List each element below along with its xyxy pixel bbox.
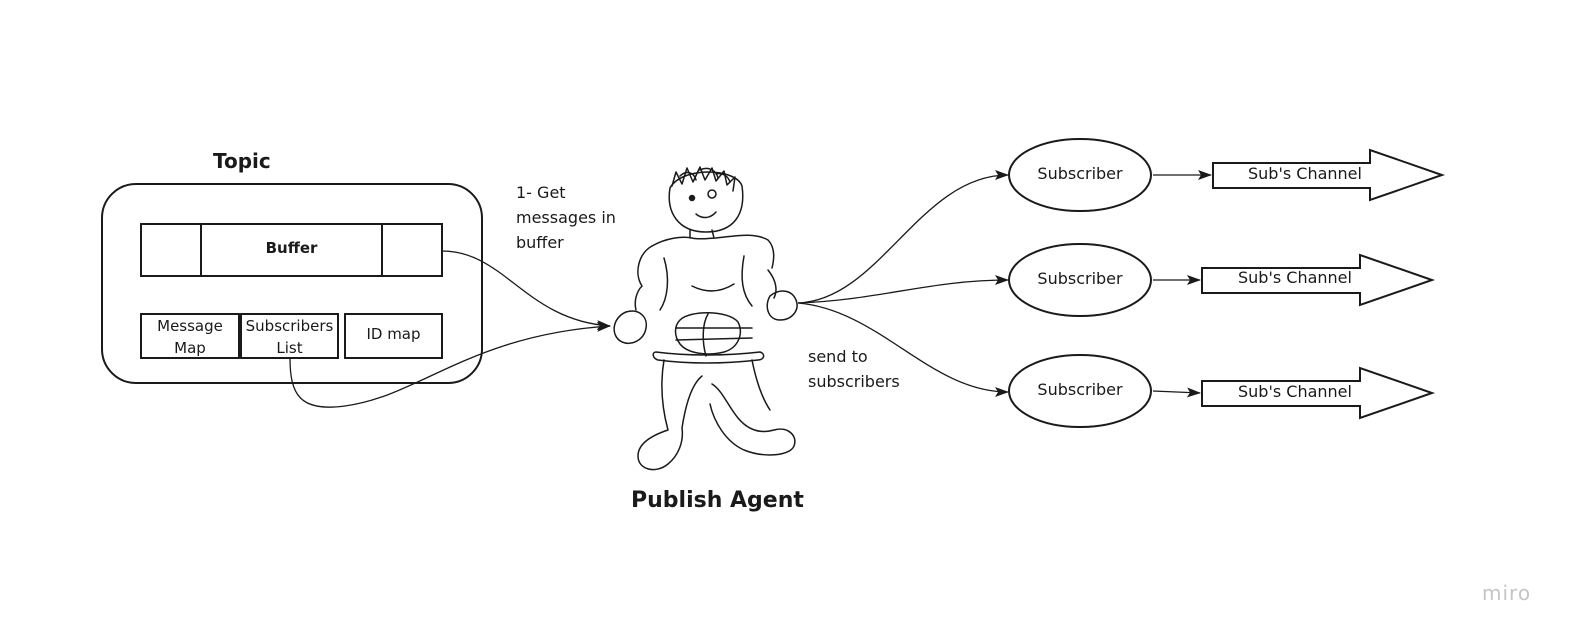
agent-to-subscriber-1-arrow: [797, 170, 1009, 304]
message-map-box: [140, 313, 240, 359]
channel-arrow-3: [1201, 366, 1436, 420]
channel-arrow-2: [1201, 253, 1436, 307]
topic-title: Topic: [213, 149, 271, 173]
channel-label-1: Sub's Channel: [1248, 164, 1362, 183]
buffer-to-agent-arrow: [441, 250, 611, 331]
get-messages-line-3: buffer: [516, 233, 564, 252]
message-map-label: Message Map: [141, 315, 239, 359]
subscriber-label-1: Subscriber: [1037, 164, 1123, 183]
buffer-block: [140, 223, 443, 277]
subscribers-list-to-agent-arrow: [289, 321, 611, 408]
subscriber-node-1: [1008, 138, 1152, 212]
send-to-line-1: send to: [808, 347, 868, 366]
miro-watermark: miro: [1482, 581, 1532, 605]
topic-container: [101, 183, 483, 384]
get-messages-line-1: 1- Get: [516, 183, 566, 202]
subscriber-3-to-channel-arrow: [1152, 387, 1201, 398]
channel-label-3: Sub's Channel: [1238, 382, 1352, 401]
id-map-box: [344, 313, 443, 359]
publish-agent-figure: [613, 166, 798, 471]
channel-label-2: Sub's Channel: [1238, 268, 1352, 287]
publish-agent-title: Publish Agent: [631, 488, 804, 513]
send-to-line-2: subscribers: [808, 372, 900, 391]
send-to-subscribers-annotation: send to subscribers: [808, 344, 900, 394]
subscribers-list-line-1: Subscribers: [245, 317, 334, 335]
message-map-line-1: Message: [157, 317, 223, 335]
get-messages-line-2: messages in: [516, 208, 616, 227]
buffer-label: Buffer: [265, 239, 318, 257]
subscriber-node-3: [1008, 354, 1152, 428]
get-messages-annotation: 1- Get messages in buffer: [516, 180, 616, 255]
message-map-line-2: Map: [174, 339, 206, 357]
subscriber-label-2: Subscriber: [1037, 269, 1123, 288]
id-map-label: ID map: [366, 325, 421, 343]
subscriber-node-2: [1008, 243, 1152, 317]
subscriber-label-3: Subscriber: [1037, 380, 1123, 399]
subscribers-list-line-2: List: [276, 339, 303, 357]
channel-arrow-1: [1212, 148, 1446, 202]
agent-to-subscriber-3-arrow: [797, 302, 1009, 397]
subscribers-list-label: Subscribers List: [241, 315, 338, 359]
agent-to-subscriber-2-arrow: [797, 275, 1009, 304]
